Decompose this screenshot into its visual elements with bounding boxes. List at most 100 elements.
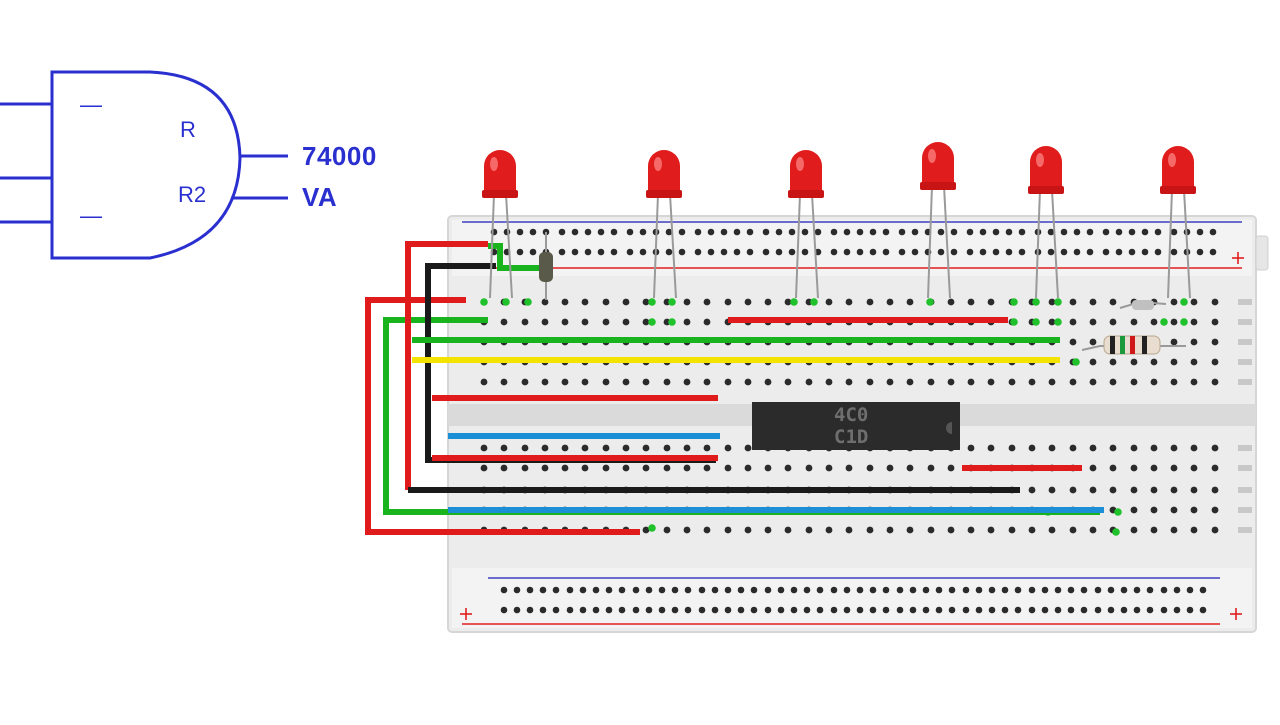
rail-hole (1060, 248, 1068, 256)
terminal-hole (683, 318, 691, 326)
terminal-hole (602, 444, 610, 452)
terminal-hole (744, 526, 752, 534)
terminal-hole (886, 464, 894, 472)
inserted-pin (810, 298, 818, 306)
inserted-pin (1032, 318, 1040, 326)
rail-hole (777, 606, 785, 614)
terminal-hole (866, 526, 874, 534)
terminal-hole (784, 464, 792, 472)
rail-hole (948, 586, 956, 594)
terminal-hole (987, 298, 995, 306)
rail-hole (856, 606, 864, 614)
led-5 (1028, 146, 1064, 299)
rail-hole (1018, 228, 1026, 236)
terminal-hole (703, 444, 711, 452)
terminal-hole (764, 298, 772, 306)
inserted-pin (1180, 298, 1188, 306)
rail-hole (1102, 228, 1110, 236)
rail-hole (571, 248, 579, 256)
terminal-hole (1211, 358, 1219, 366)
terminal-hole (967, 444, 975, 452)
rail-hole (720, 248, 728, 256)
rail-hole (1154, 248, 1162, 256)
led-2 (646, 150, 682, 299)
terminal-hole (1130, 378, 1138, 386)
terminal-hole (1150, 526, 1158, 534)
terminal-hole (1130, 506, 1138, 514)
terminal-hole (602, 318, 610, 326)
rail-hole (803, 586, 811, 594)
rail-hole (922, 606, 930, 614)
terminal-hole (1170, 444, 1178, 452)
terminal-hole (1028, 444, 1036, 452)
terminal-hole (622, 444, 630, 452)
terminal-hole (744, 444, 752, 452)
rail-hole (830, 228, 838, 236)
rail-hole (966, 228, 974, 236)
terminal-hole (764, 526, 772, 534)
terminal-hole (967, 378, 975, 386)
rail-hole (1154, 228, 1162, 236)
terminal-hole (500, 464, 508, 472)
inserted-pin (668, 318, 676, 326)
terminal-hole (764, 378, 772, 386)
terminal-hole (581, 378, 589, 386)
rail-hole (882, 248, 890, 256)
terminal-hole (1048, 486, 1056, 494)
rail-hole (843, 606, 851, 614)
rail-hole (529, 228, 537, 236)
terminal-hole (967, 526, 975, 534)
rail-hole (597, 248, 605, 256)
rail-hole (618, 606, 626, 614)
terminal-hole (1069, 378, 1077, 386)
row-label-mark (1238, 527, 1252, 533)
terminal-hole (602, 464, 610, 472)
row-label-mark (1238, 379, 1252, 385)
terminal-hole (581, 464, 589, 472)
rail-hole (764, 586, 772, 594)
rail-hole (869, 606, 877, 614)
inserted-pin (1072, 358, 1080, 366)
rail-hole (733, 228, 741, 236)
led-3 (788, 150, 824, 299)
rail-hole (698, 586, 706, 594)
row-letter-labels (1238, 299, 1252, 533)
terminal-hole (1048, 378, 1056, 386)
terminal-hole (1109, 464, 1117, 472)
terminal-hole (1211, 444, 1219, 452)
rail-hole (733, 248, 741, 256)
rail-hole (724, 586, 732, 594)
terminal-hole (683, 526, 691, 534)
led-4 (920, 142, 956, 299)
wire-red-top (405, 241, 488, 490)
inserted-pin (668, 298, 676, 306)
terminal-hole (1109, 486, 1117, 494)
terminal-hole (825, 464, 833, 472)
terminal-hole (703, 526, 711, 534)
rail-hole (684, 606, 692, 614)
terminal-hole (1069, 338, 1077, 346)
rail-hole (1067, 606, 1075, 614)
rail-hole (948, 606, 956, 614)
gate-output-label-top: 74000 (302, 141, 377, 171)
terminal-hole (724, 464, 732, 472)
terminal-hole (1028, 526, 1036, 534)
terminal-hole (1069, 486, 1077, 494)
terminal-hole (1109, 378, 1117, 386)
terminal-hole (1089, 338, 1097, 346)
terminal-hole (886, 526, 894, 534)
rail-hole (979, 248, 987, 256)
terminal-hole (784, 526, 792, 534)
rail-hole (1080, 586, 1088, 594)
terminal-hole (1150, 318, 1158, 326)
ic-chip (752, 402, 960, 450)
terminal-hole (1211, 464, 1219, 472)
terminal-hole (663, 378, 671, 386)
rail-hole (1086, 248, 1094, 256)
rail-hole (814, 228, 822, 236)
rail-hole (645, 586, 653, 594)
terminal-hole (1089, 464, 1097, 472)
terminal-hole (1048, 526, 1056, 534)
terminal-hole (683, 444, 691, 452)
terminal-hole (1048, 318, 1056, 326)
